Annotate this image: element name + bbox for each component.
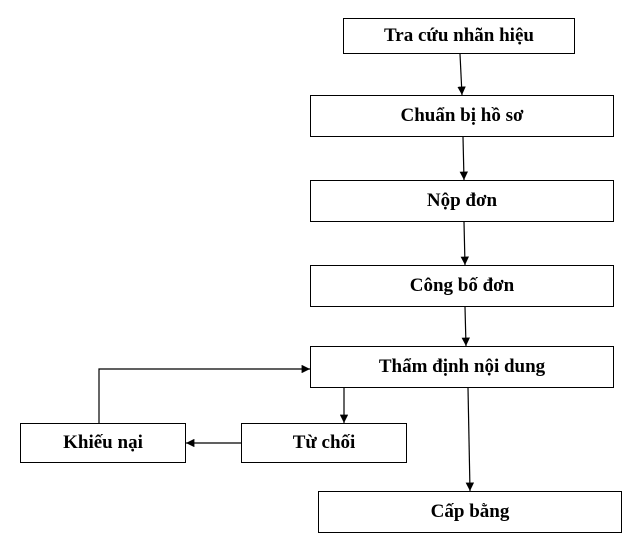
- step-substantive-examination: Thẩm định nội dung: [310, 346, 614, 388]
- arrow-publish-to-examine: [461, 306, 470, 347]
- step-refusal: Từ chối: [241, 423, 407, 463]
- step-grant-certificate-label: Cấp bằng: [430, 501, 510, 522]
- step-refusal-label: Từ chối: [292, 432, 356, 453]
- step-file-application: Nộp đơn: [310, 180, 614, 222]
- step-publish-application-label: Công bố đơn: [409, 275, 515, 296]
- arrow-search-to-prepare: [457, 53, 466, 96]
- step-trademark-search-label: Tra cứu nhãn hiệu: [384, 25, 534, 46]
- arrow-complaint-to-examine: [98, 364, 310, 423]
- step-complaint-label: Khiếu nại: [63, 432, 143, 453]
- arrow-examine-to-grant: [465, 387, 475, 492]
- step-trademark-search: Tra cứu nhãn hiệu: [343, 18, 575, 54]
- step-grant-certificate: Cấp bằng: [318, 491, 622, 533]
- arrow-prepare-to-file: [459, 136, 469, 181]
- step-file-application-label: Nộp đơn: [426, 190, 498, 211]
- step-substantive-examination-label: Thẩm định nội dung: [378, 356, 546, 377]
- step-publish-application: Công bố đơn: [310, 265, 614, 307]
- step-complaint: Khiếu nại: [20, 423, 186, 463]
- arrow-file-to-publish: [460, 221, 470, 266]
- step-prepare-dossier-label: Chuẩn bị hồ sơ: [400, 105, 524, 126]
- step-prepare-dossier: Chuẩn bị hồ sơ: [310, 95, 614, 137]
